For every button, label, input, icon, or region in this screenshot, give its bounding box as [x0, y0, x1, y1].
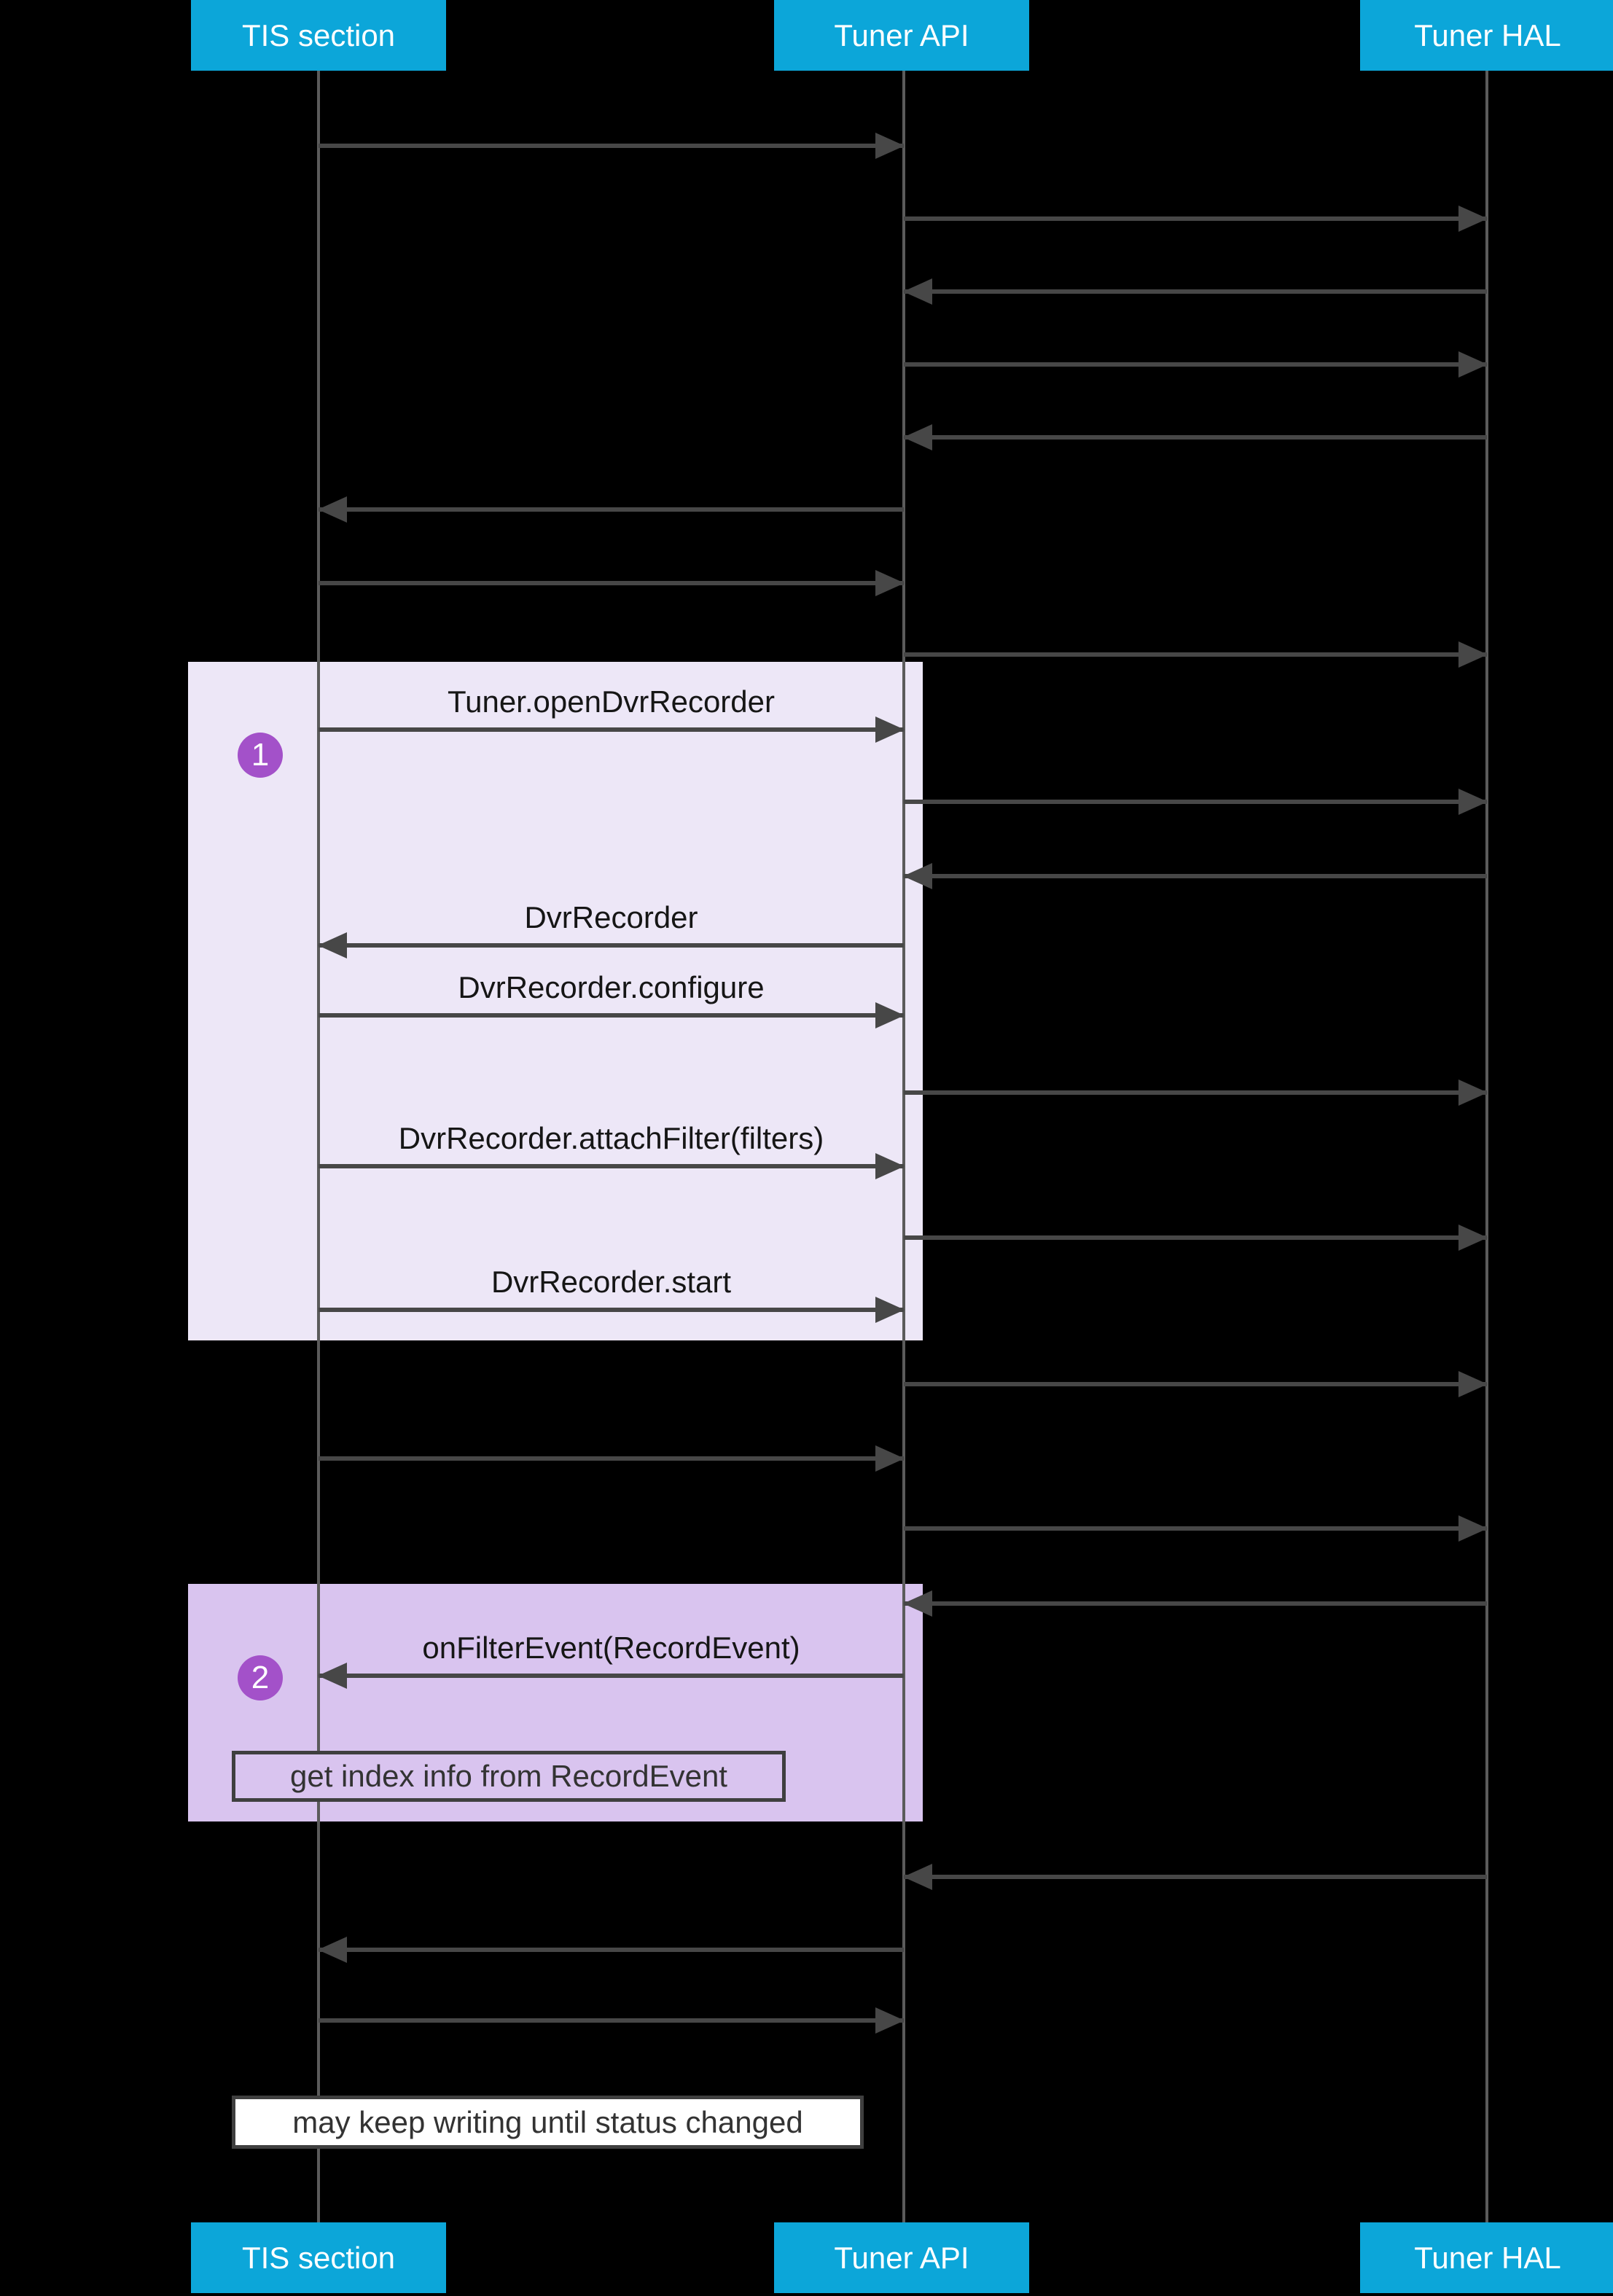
- arrowhead-right-icon: [1458, 351, 1488, 378]
- actor-header-bottom-api: Tuner API: [774, 2222, 1029, 2293]
- message-arrow: [904, 1515, 1488, 1542]
- arrowhead-left-icon: [903, 278, 932, 305]
- message-arrow: [903, 1864, 1487, 1890]
- message-arrow: [318, 1663, 904, 1689]
- message-arrow: [903, 278, 1487, 305]
- message-arrow: [319, 1445, 905, 1472]
- note-box: may keep writing until status changed: [232, 2096, 864, 2149]
- message-arrow: [319, 1297, 905, 1323]
- message-arrow: [904, 1225, 1488, 1251]
- arrowhead-left-icon: [903, 863, 932, 889]
- message-arrow: [319, 570, 905, 596]
- message-arrow: [903, 1590, 1487, 1617]
- message-label: Tuner.openDvrRecorder: [448, 684, 775, 719]
- arrowhead-left-icon: [318, 496, 347, 523]
- arrowhead-right-icon: [875, 133, 905, 159]
- arrowhead-left-icon: [318, 932, 347, 958]
- arrowhead-right-icon: [875, 1002, 905, 1028]
- arrowhead-left-icon: [318, 1937, 347, 1963]
- arrowhead-right-icon: [1458, 789, 1488, 815]
- message-arrow: [904, 1371, 1488, 1397]
- message-arrow: [904, 641, 1488, 668]
- arrowhead-right-icon: [1458, 206, 1488, 232]
- message-label: DvrRecorder.start: [491, 1265, 732, 1299]
- arrowhead-right-icon: [875, 1297, 905, 1323]
- arrowhead-left-icon: [903, 1864, 932, 1890]
- actor-header-top-tis: TIS section: [191, 0, 446, 71]
- message-arrow: [903, 424, 1487, 450]
- arrowhead-left-icon: [318, 1663, 347, 1689]
- step-badge-2: 2: [238, 1655, 283, 1700]
- message-label: DvrRecorder.attachFilter(filters): [398, 1121, 824, 1155]
- message-label: DvrRecorder: [524, 900, 698, 934]
- note-box: get index info from RecordEvent: [232, 1751, 786, 1802]
- arrowhead-right-icon: [875, 1445, 905, 1472]
- message-label: onFilterEvent(RecordEvent): [422, 1631, 800, 1665]
- arrowhead-right-icon: [1458, 1371, 1488, 1397]
- lifeline-tis: [317, 71, 320, 2222]
- step-badge-1: 1: [238, 733, 283, 778]
- message-arrow: [904, 206, 1488, 232]
- lifeline-api: [902, 71, 905, 2222]
- actor-header-top-api: Tuner API: [774, 0, 1029, 71]
- message-arrow: [318, 496, 904, 523]
- arrowhead-right-icon: [1458, 1079, 1488, 1106]
- message-arrow: [318, 932, 904, 958]
- arrowhead-right-icon: [875, 716, 905, 743]
- message-arrow: [319, 2007, 905, 2034]
- message-arrow: [318, 1937, 904, 1963]
- arrowhead-right-icon: [875, 1153, 905, 1179]
- message-arrow: [319, 1002, 905, 1028]
- lifeline-hal: [1485, 71, 1488, 2222]
- message-arrow: [904, 351, 1488, 378]
- message-arrow: [319, 1153, 905, 1179]
- message-label: DvrRecorder.configure: [458, 970, 765, 1004]
- arrowhead-right-icon: [875, 2007, 905, 2034]
- message-arrow: [904, 1079, 1488, 1106]
- arrowhead-right-icon: [1458, 641, 1488, 668]
- arrowhead-right-icon: [1458, 1515, 1488, 1542]
- arrowhead-left-icon: [903, 1590, 932, 1617]
- arrowhead-right-icon: [875, 570, 905, 596]
- arrowhead-right-icon: [1458, 1225, 1488, 1251]
- arrowhead-left-icon: [903, 424, 932, 450]
- message-arrow: [903, 863, 1487, 889]
- actor-header-bottom-tis: TIS section: [191, 2222, 446, 2293]
- actor-header-top-hal: Tuner HAL: [1360, 0, 1613, 71]
- actor-header-bottom-hal: Tuner HAL: [1360, 2222, 1613, 2293]
- message-arrow: [319, 133, 905, 159]
- highlight-region-1: [188, 662, 923, 1340]
- message-arrow: [904, 789, 1488, 815]
- message-arrow: [319, 716, 905, 743]
